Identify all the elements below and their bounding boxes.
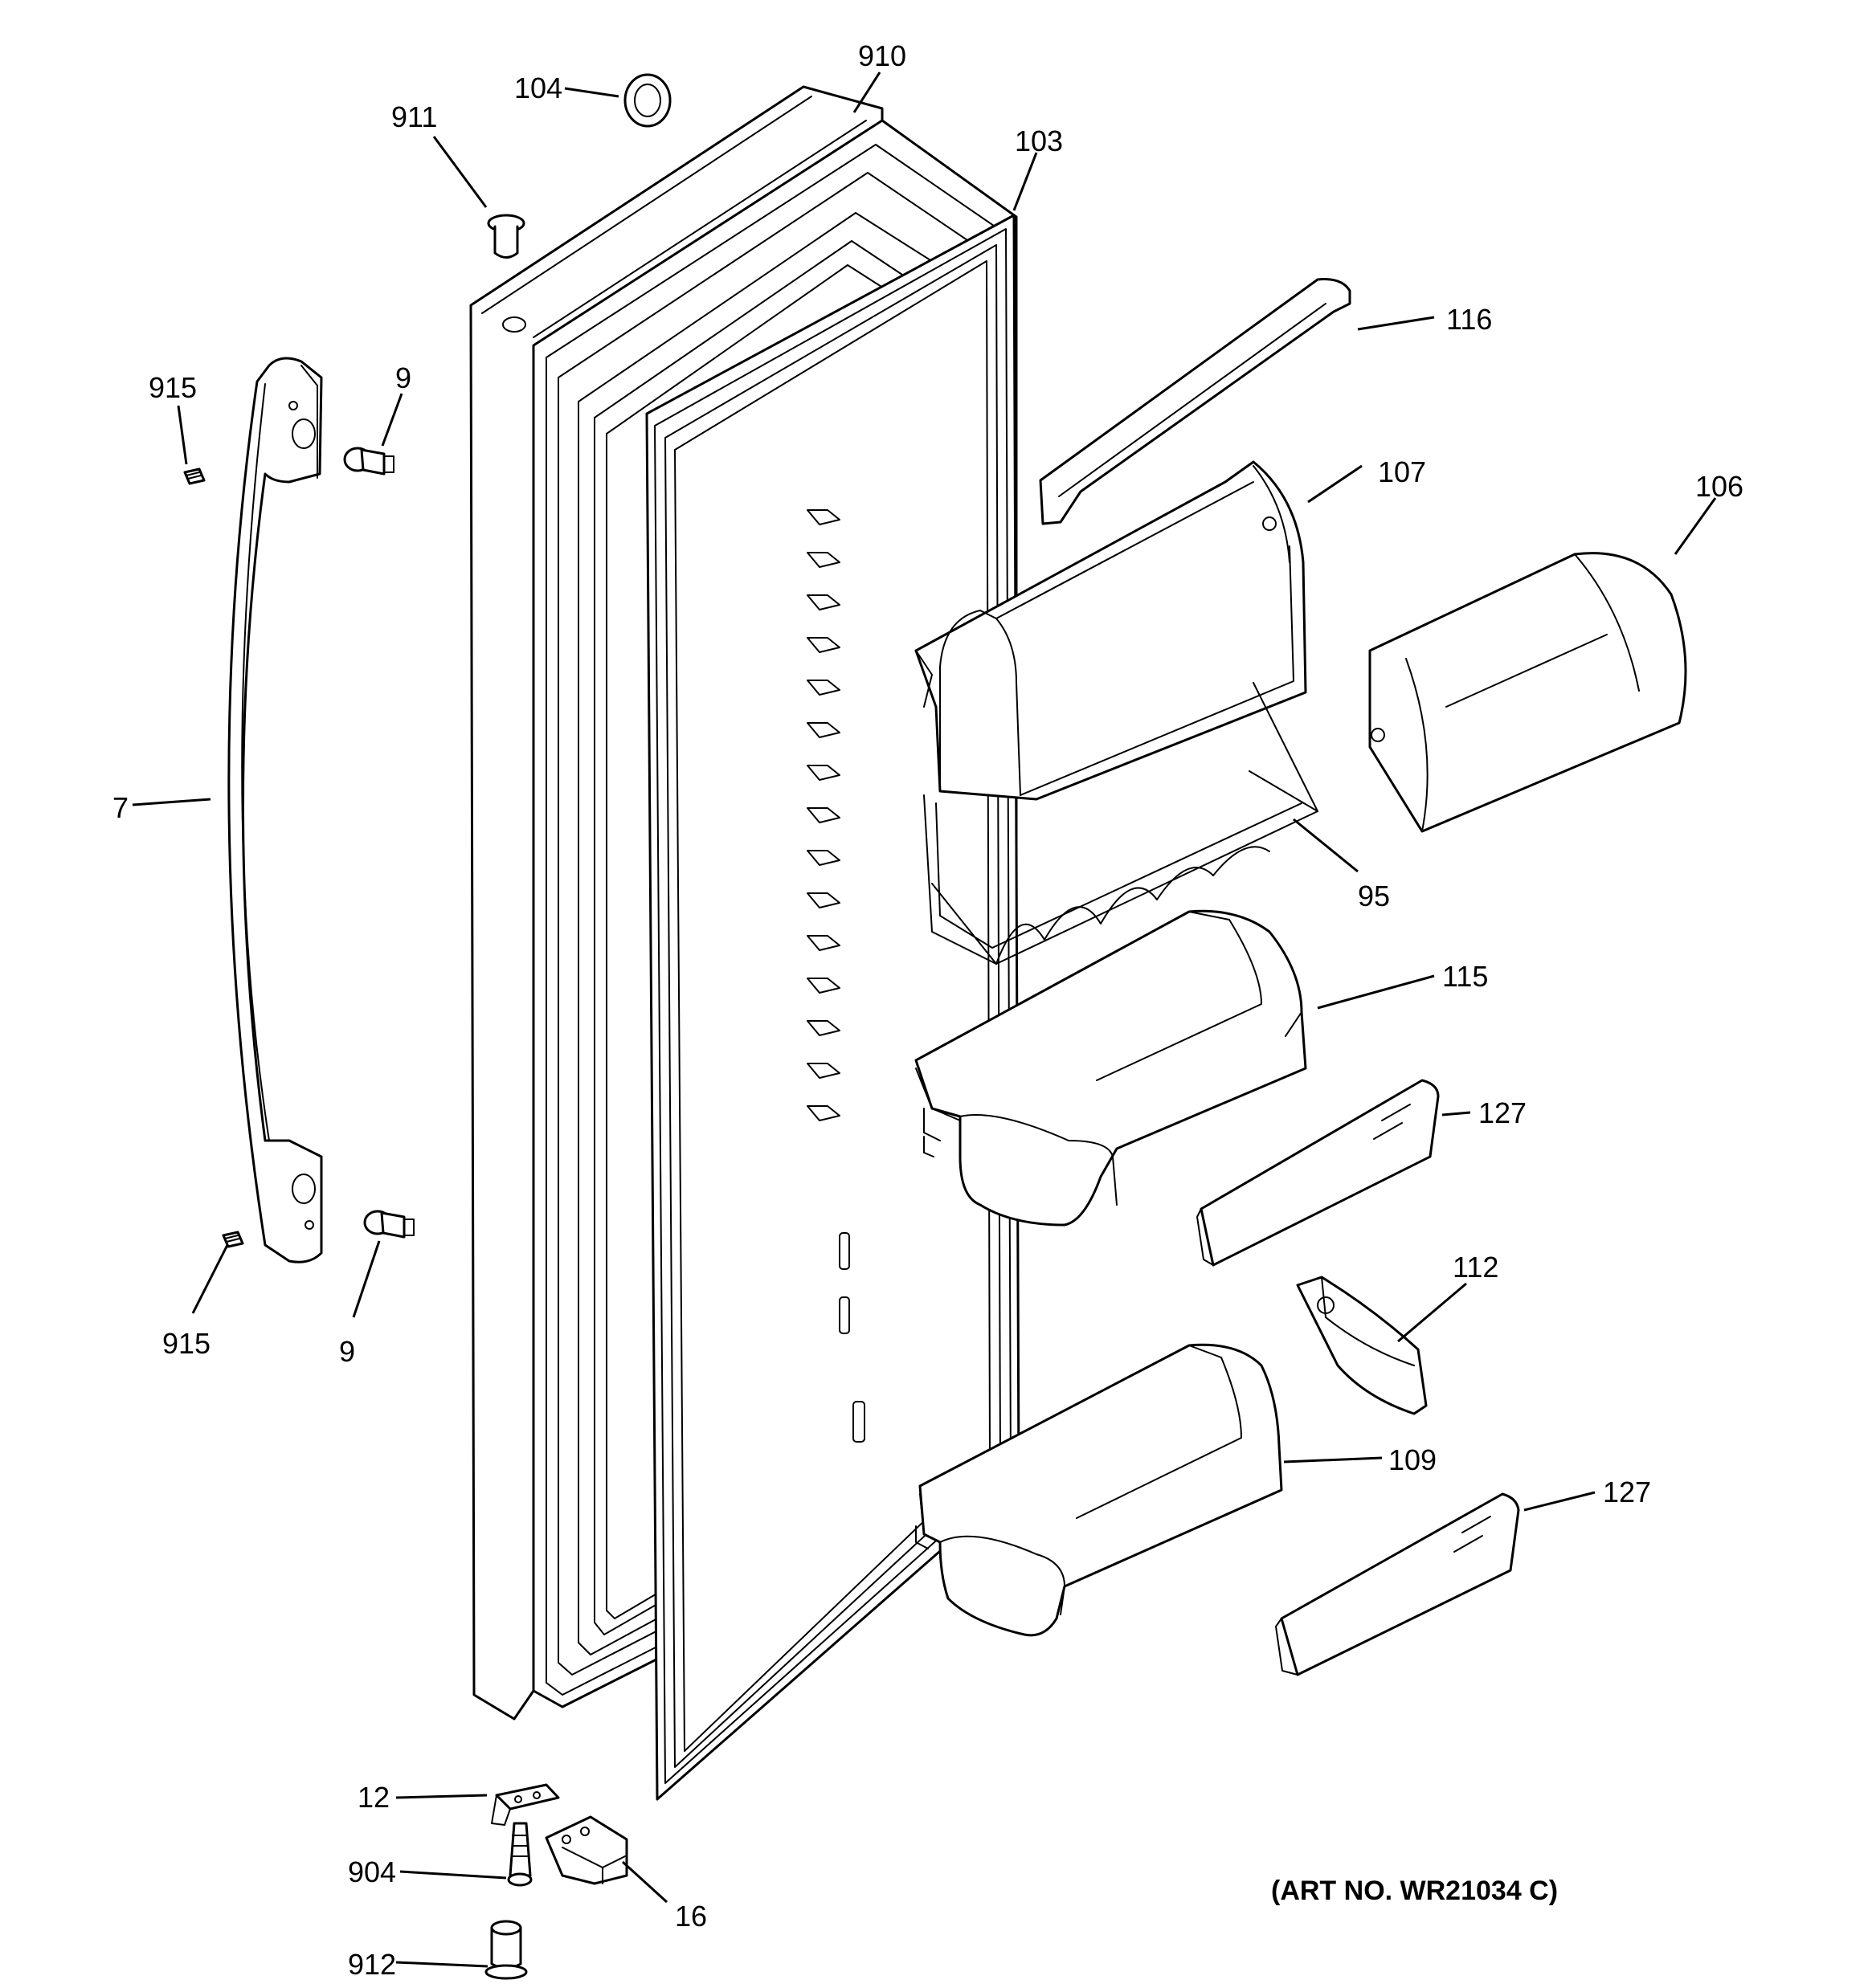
callout-107: 107	[1378, 455, 1426, 488]
part-915-screw-lower	[222, 1231, 244, 1248]
part-107-door-bin	[914, 460, 1307, 801]
part-109-door-bin	[915, 1343, 1283, 1637]
callout-904: 904	[348, 1855, 396, 1888]
part-9-stud-lower	[363, 1210, 415, 1239]
callout-127-lower: 127	[1603, 1476, 1651, 1508]
part-116-shelf-cap	[1039, 278, 1351, 525]
callout-7: 7	[112, 791, 129, 824]
part-95-wire-rack	[923, 682, 1318, 965]
part-915-screw-upper	[183, 467, 206, 485]
part-106-bin-cover	[1368, 552, 1687, 833]
callout-127-upper: 127	[1478, 1096, 1527, 1129]
callout-915-lower: 915	[162, 1327, 211, 1360]
part-911-bushing	[487, 214, 525, 259]
callout-112: 112	[1453, 1251, 1498, 1284]
art-number: (ART NO. WR21034 C)	[1271, 1876, 1558, 1906]
callout-labels: 104 910 911 103 116 915 9 107 106 7 95 1…	[112, 39, 1743, 1981]
callout-104: 104	[514, 71, 562, 104]
callout-106: 106	[1695, 470, 1743, 503]
callout-912: 912	[348, 1948, 396, 1981]
callout-103: 103	[1015, 125, 1063, 157]
part-912-bushing	[484, 1920, 528, 1980]
part-7-handle	[227, 357, 323, 1263]
callout-95: 95	[1358, 880, 1390, 912]
callout-9-lower: 9	[339, 1335, 355, 1368]
callout-116: 116	[1446, 303, 1492, 336]
callout-911: 911	[391, 100, 437, 133]
callout-910: 910	[858, 39, 906, 72]
callout-109: 109	[1388, 1443, 1437, 1476]
part-104-ring	[623, 73, 672, 128]
part-115-door-bin	[914, 909, 1307, 1227]
part-904-screw	[507, 1822, 533, 1887]
shelf-support-tabs	[807, 509, 865, 1443]
callout-16: 16	[675, 1900, 707, 1933]
part-9-stud-upper	[343, 447, 394, 476]
part-127-bin-cover-upper	[1196, 1079, 1440, 1267]
callout-115: 115	[1442, 960, 1488, 993]
callout-12: 12	[358, 1781, 390, 1814]
part-12-bracket	[491, 1783, 560, 1826]
part-112-clip	[1296, 1276, 1428, 1415]
callout-915-upper: 915	[149, 371, 197, 404]
part-16-hinge	[545, 1815, 628, 1885]
part-127-bin-cover-lower	[1275, 1492, 1520, 1676]
leader-lines	[132, 71, 1717, 1968]
callout-9-upper: 9	[395, 361, 411, 394]
